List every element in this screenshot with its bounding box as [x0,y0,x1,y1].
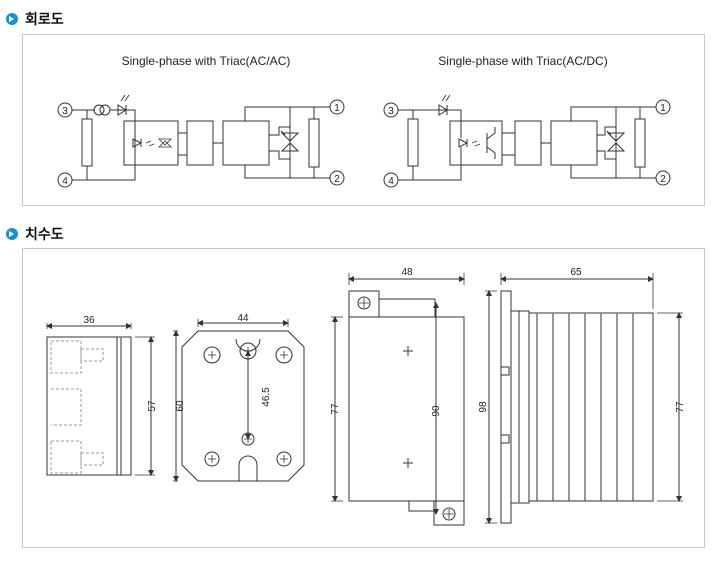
circuit-right-title: Single-phase with Triac(AC/DC) [438,54,607,68]
circuit-ac-ac [57,94,345,188]
side-view [46,323,155,476]
terminal-1 [329,99,345,115]
terminal-label: 1 [334,103,340,114]
side-height-label: 57 [147,400,158,412]
terminal-label: 2 [334,174,340,185]
chevron-right-icon [6,13,18,25]
terminal-label: 3 [62,106,68,117]
front-view [173,319,305,482]
circuit-diagram-panel: Single-phase with Triac(AC/AC) Single-ph… [22,34,705,206]
circuit-ac-dc [383,94,671,188]
circuit-left-title: Single-phase with Triac(AC/AC) [122,54,291,68]
heatsink-side-width-label: 65 [570,267,582,278]
terminal-label: 2 [660,174,666,185]
section-title: 치수도 [25,227,64,243]
terminal-label: 4 [388,176,394,187]
heatsink-side-total-height-label: 98 [478,401,489,413]
heatsink-width-label: 48 [401,267,413,278]
heatsink-side-view [485,273,683,524]
terminal-2 [329,170,345,186]
side-width-label: 36 [83,315,95,326]
heatsink-hole-spacing-label: 90 [431,405,442,417]
section-header-circuit: 회로도 [6,10,64,28]
terminal-label: 4 [62,176,68,187]
front-hole-spacing-label: 46.5 [261,387,272,407]
dimension-drawing-panel: 36 57 44 60 46.5 [22,248,705,548]
dimension-drawings: 36 57 44 60 46.5 [46,267,686,526]
front-height-label: 60 [175,400,186,412]
heatsink-height-label: 77 [330,403,341,415]
chevron-right-icon [6,228,18,240]
front-width-label: 44 [237,313,249,324]
circuit-diagrams: Single-phase with Triac(AC/AC) Single-ph… [57,54,671,188]
terminal-label: 3 [388,106,394,117]
heatsink-side-height-label: 77 [675,401,686,413]
heatsink-front-view [331,273,465,526]
section-title: 회로도 [25,12,64,28]
terminal-label: 1 [660,103,666,114]
section-header-dimensions: 치수도 [6,225,64,243]
